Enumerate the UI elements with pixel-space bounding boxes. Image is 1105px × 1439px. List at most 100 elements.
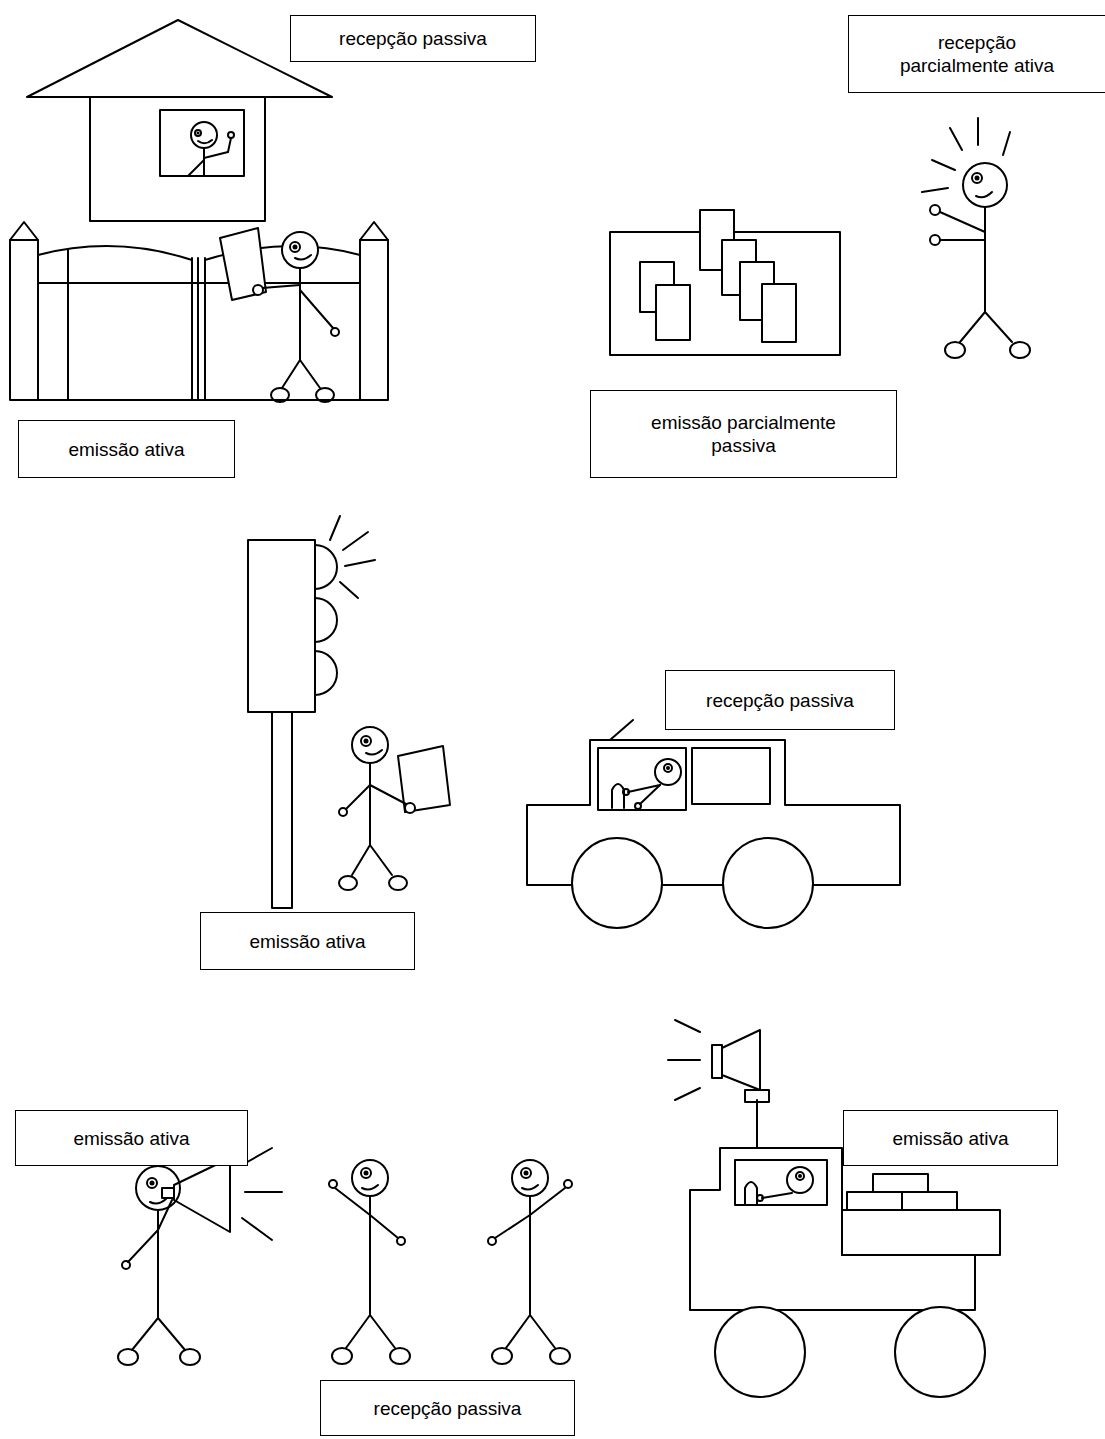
stick-figure-part xyxy=(293,245,298,250)
stick-figure-part xyxy=(495,1215,530,1238)
stick-figure-part xyxy=(524,1171,529,1176)
sound-truck-part xyxy=(757,1195,763,1201)
stick-figure-part xyxy=(228,132,234,138)
stick-figure-part xyxy=(976,192,992,197)
stick-figure-part xyxy=(242,1218,272,1240)
car-part xyxy=(610,720,633,740)
sound-truck xyxy=(668,1020,1000,1397)
stick-figure-part xyxy=(329,1180,337,1188)
label-text: emissão ativa xyxy=(73,1127,189,1150)
traffic-light xyxy=(248,516,375,908)
stick-figure xyxy=(118,1148,282,1365)
stick-figure-part xyxy=(922,188,948,192)
label-box: emissão ativa xyxy=(200,912,415,970)
car-part xyxy=(598,748,686,810)
stick-figure-part xyxy=(506,1315,530,1348)
house-part xyxy=(90,97,265,221)
car-part xyxy=(612,784,624,808)
car-part xyxy=(692,748,770,804)
car xyxy=(527,720,900,928)
stick-figure-part xyxy=(370,785,408,805)
gate-part xyxy=(204,258,206,400)
stick-figure-part xyxy=(197,132,200,135)
stick-figure-part xyxy=(932,160,955,170)
stick-figure-part xyxy=(1003,132,1010,155)
stick-figure xyxy=(922,118,1030,358)
notice-board xyxy=(610,210,840,355)
traffic-light-part xyxy=(248,540,315,712)
car-part xyxy=(640,785,660,804)
stick-figure-part xyxy=(162,1188,174,1198)
stick-figure-part xyxy=(972,173,982,183)
stick-figure-part xyxy=(366,750,382,754)
car-part xyxy=(664,764,672,772)
car-part xyxy=(723,838,813,928)
stick-figure-part xyxy=(316,388,334,402)
label-box: emissão ativa xyxy=(843,1110,1058,1166)
stick-figure-part xyxy=(282,360,300,388)
stick-figure-part xyxy=(128,1230,158,1262)
stick-figure-part xyxy=(339,876,357,890)
sound-truck-part xyxy=(690,1148,1000,1310)
stick-figure-part xyxy=(362,1185,378,1189)
stick-figure-part xyxy=(960,312,985,342)
label-text: emissão ativa xyxy=(68,438,184,461)
stick-figure-part xyxy=(361,736,371,746)
sound-truck-part xyxy=(842,1254,975,1256)
car-part xyxy=(635,803,641,809)
stick-figure-part xyxy=(405,803,415,813)
stick-figure-part xyxy=(984,207,986,312)
stick-figure-part xyxy=(390,1348,410,1364)
traffic-light-part xyxy=(345,560,375,566)
stick-figure-part xyxy=(158,1200,172,1230)
label-box: emissão parcialmente passiva xyxy=(590,390,897,478)
stick-figure xyxy=(339,727,450,890)
stick-figure-part xyxy=(198,140,212,143)
sound-truck-part xyxy=(787,1167,813,1193)
sound-truck-part xyxy=(841,1210,843,1255)
stick-figure-part xyxy=(174,1158,230,1232)
stick-figure-part xyxy=(271,388,289,402)
car-part xyxy=(572,838,662,928)
stick-figure-part xyxy=(150,1199,166,1203)
gate-part xyxy=(197,258,199,400)
sound-truck-part xyxy=(675,1020,700,1032)
stick-figure-part xyxy=(940,212,985,232)
stick-figure-part xyxy=(550,1348,570,1364)
stick-figure-part xyxy=(930,235,940,245)
stick-figure-part xyxy=(945,342,965,358)
label-box: recepção parcialmente ativa xyxy=(848,15,1105,93)
label-box: recepção passiva xyxy=(290,15,536,62)
gate-part xyxy=(360,240,388,400)
sound-truck-part xyxy=(675,1088,700,1100)
stick-figure-part xyxy=(930,205,940,215)
stick-figure-part xyxy=(345,785,370,810)
label-text: emissão ativa xyxy=(892,1127,1008,1150)
car-part xyxy=(666,766,670,770)
stick-figure-part xyxy=(158,1318,185,1350)
stick-figure-part xyxy=(147,1178,157,1188)
stick-figure-part xyxy=(295,255,311,259)
traffic-light-part xyxy=(272,712,292,908)
gate-part xyxy=(191,258,193,400)
sound-truck-part xyxy=(756,1100,758,1148)
label-box: recepção passiva xyxy=(320,1380,575,1436)
notice-board-part xyxy=(762,284,796,342)
stick-figure-part xyxy=(370,1215,398,1238)
stick-figure-part xyxy=(488,1237,496,1245)
label-text: emissão parcialmente passiva xyxy=(644,411,844,457)
sound-truck-part xyxy=(873,1174,928,1192)
car-part xyxy=(655,759,681,785)
stick-figure-part xyxy=(122,1261,130,1269)
notice-board-part xyxy=(656,285,690,340)
traffic-light-part xyxy=(315,545,337,589)
stick-figure-part xyxy=(975,176,980,181)
sound-truck-part xyxy=(722,1030,760,1090)
car-part xyxy=(623,789,629,795)
label-box: recepção passiva xyxy=(665,670,895,730)
stick-figure-part xyxy=(492,1348,512,1364)
stick-figure-part xyxy=(352,845,370,875)
stick-figure-part xyxy=(300,290,333,328)
stick-figure-part xyxy=(397,1237,405,1245)
